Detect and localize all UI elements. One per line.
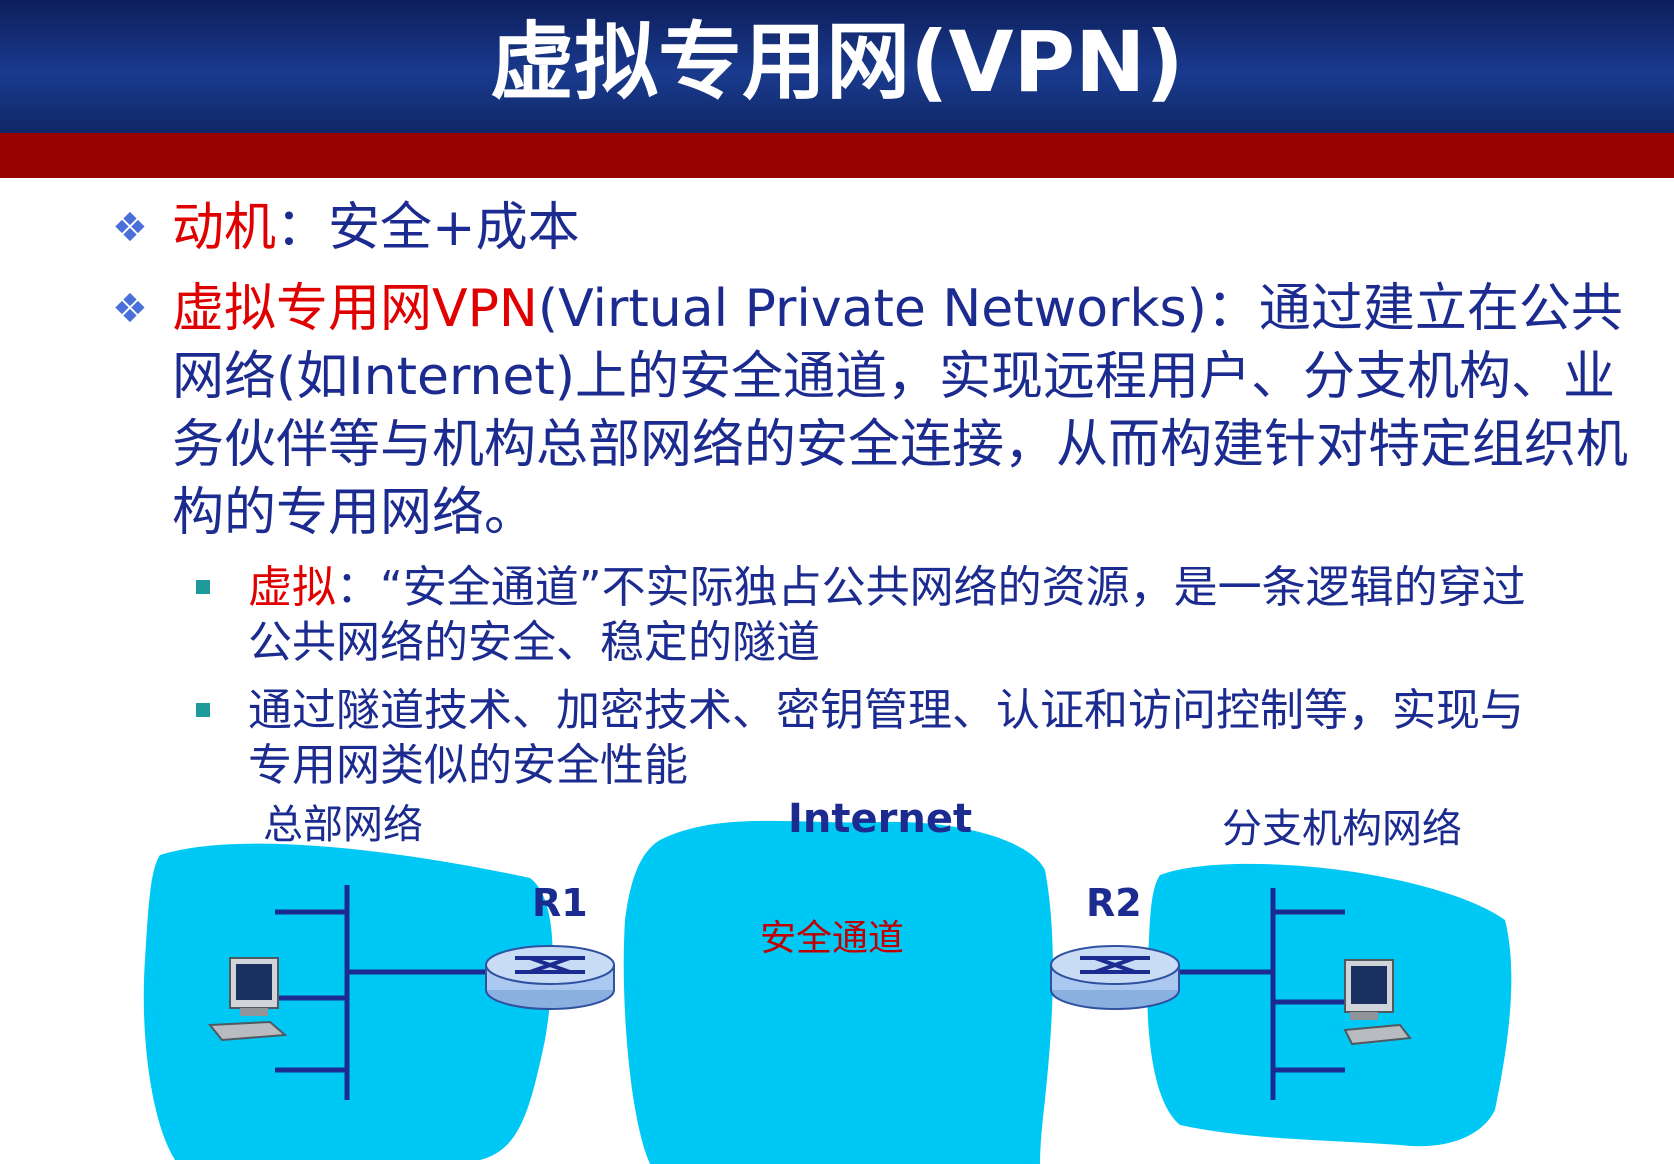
diamond-bullet-icon: ❖: [112, 286, 148, 332]
router-r1-icon: [485, 945, 615, 1010]
internet-cloud: [623, 820, 1053, 1164]
technologies-text: 通过隧道技术、加密技术、密钥管理、认证和访问控制等，实现与专用网类似的安全性能: [248, 685, 1524, 791]
vpn-diagram: 总部网络 Internet 分支机构网络 R1 R2 安全通道: [143, 796, 1512, 1164]
virtual-label: 虚拟: [248, 562, 336, 613]
vpn-definition-text: (Virtual Private Networks)：通过建立在公共网络(如In…: [172, 279, 1629, 543]
title-underline-band: [0, 133, 1674, 178]
motivation-separator: ：: [276, 198, 329, 258]
router-r2-label: R2: [1086, 881, 1142, 925]
branch-computer-icon: [1343, 959, 1412, 1046]
hq-network-label: 总部网络: [263, 802, 423, 848]
diamond-bullet-icon: ❖: [112, 205, 148, 251]
sub-bullet-technologies: 通过隧道技术、加密技术、密钥管理、认证和访问控制等，实现与专用网类似的安全性能: [196, 683, 1566, 793]
secure-tunnel-label: 安全通道: [760, 918, 904, 959]
branch-network-label: 分支机构网络: [1222, 806, 1462, 852]
router-r2-icon: [1050, 945, 1180, 1010]
virtual-text: ：“安全通道”不实际独占公共网络的资源，是一条逻辑的穿过公共网络的安全、稳定的隧…: [248, 562, 1526, 668]
bullet-vpn-definition: ❖ 虚拟专用网VPN(Virtual Private Networks)：通过建…: [112, 275, 1642, 547]
title-bar: [0, 0, 1674, 133]
sub-bullet-virtual: 虚拟：“安全通道”不实际独占公共网络的资源，是一条逻辑的穿过公共网络的安全、稳定…: [196, 560, 1566, 670]
square-bullet-icon: [196, 580, 210, 594]
slide-title: 虚拟专用网(VPN): [490, 13, 1184, 111]
hq-computer-icon: [207, 957, 288, 1042]
internet-label: Internet: [788, 796, 972, 842]
motivation-text: 安全+成本: [328, 198, 580, 258]
router-r1-label: R1: [532, 881, 588, 925]
bullet-motivation: ❖ 动机：安全+成本: [112, 194, 1642, 262]
vpn-label: 虚拟专用网VPN: [172, 279, 538, 339]
branch-network-cloud: [1147, 863, 1512, 1147]
motivation-label: 动机: [172, 198, 277, 258]
square-bullet-icon: [196, 703, 210, 717]
